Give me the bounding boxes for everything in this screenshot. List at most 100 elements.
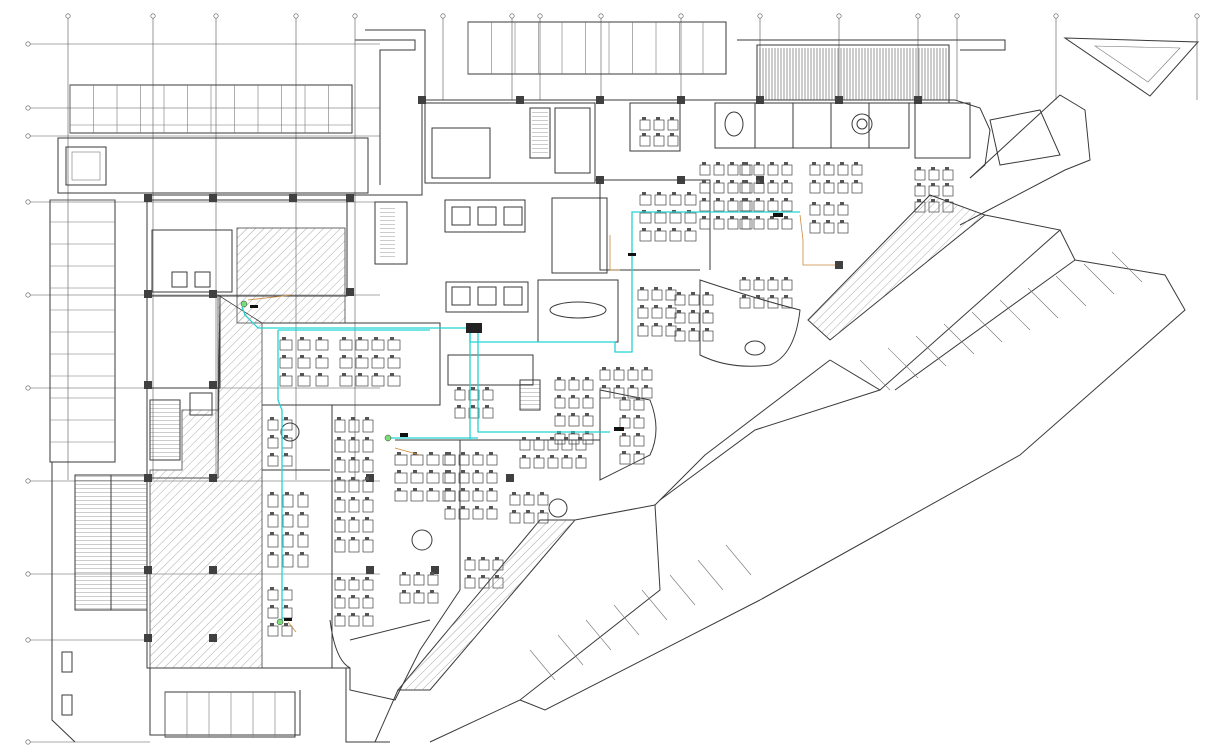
chair bbox=[284, 587, 288, 590]
chair bbox=[550, 455, 554, 458]
workstation-clusters bbox=[267, 117, 954, 637]
desk bbox=[627, 369, 639, 381]
desk bbox=[426, 490, 440, 502]
chair bbox=[461, 488, 465, 491]
grid-bubble bbox=[836, 13, 842, 19]
chair bbox=[742, 216, 746, 219]
ramp-bay-line bbox=[1111, 251, 1143, 283]
chair bbox=[670, 117, 674, 120]
ramp-bay-line bbox=[887, 347, 919, 379]
desk bbox=[684, 230, 697, 242]
chair bbox=[536, 455, 540, 458]
chair bbox=[522, 437, 526, 440]
chair bbox=[656, 133, 660, 136]
desk bbox=[684, 212, 697, 224]
desk bbox=[355, 357, 369, 369]
chair bbox=[390, 337, 394, 340]
chair bbox=[485, 387, 489, 390]
desk bbox=[334, 539, 346, 553]
desk bbox=[387, 357, 401, 369]
desk bbox=[362, 579, 374, 591]
north-offices bbox=[629, 102, 971, 159]
desk bbox=[823, 204, 835, 216]
chair bbox=[461, 506, 465, 509]
desk bbox=[472, 472, 484, 484]
chair bbox=[337, 417, 341, 420]
chair bbox=[365, 613, 369, 616]
desk bbox=[282, 514, 294, 528]
chair bbox=[285, 552, 289, 555]
chair bbox=[691, 292, 695, 295]
desk bbox=[653, 119, 665, 131]
chair bbox=[416, 572, 420, 575]
chair bbox=[270, 532, 274, 535]
chair bbox=[670, 133, 674, 136]
chair bbox=[571, 413, 575, 416]
desk bbox=[809, 222, 821, 234]
chair bbox=[270, 623, 274, 626]
desk bbox=[348, 479, 360, 493]
desk bbox=[486, 454, 498, 466]
desk bbox=[394, 454, 408, 466]
chair bbox=[495, 557, 499, 560]
chair bbox=[481, 575, 485, 578]
desk bbox=[334, 459, 346, 473]
desk bbox=[684, 194, 697, 206]
triangle-canopy bbox=[1063, 37, 1200, 97]
column bbox=[506, 474, 514, 482]
desk bbox=[387, 375, 401, 387]
desk bbox=[837, 222, 849, 234]
desk bbox=[472, 454, 484, 466]
desk bbox=[739, 218, 751, 230]
chair bbox=[337, 595, 341, 598]
chair bbox=[284, 453, 288, 456]
chair bbox=[630, 385, 634, 388]
chair bbox=[270, 435, 274, 438]
chair bbox=[585, 395, 589, 398]
desk bbox=[371, 375, 385, 387]
chair bbox=[657, 228, 661, 231]
equipment-markers bbox=[240, 213, 783, 626]
desk bbox=[267, 554, 279, 568]
chair bbox=[784, 277, 788, 280]
desk bbox=[334, 439, 346, 453]
chair bbox=[365, 457, 369, 460]
desk bbox=[699, 182, 711, 194]
chair bbox=[467, 557, 471, 560]
chair bbox=[365, 537, 369, 540]
desk bbox=[651, 289, 663, 301]
desk bbox=[741, 182, 753, 194]
chair bbox=[550, 437, 554, 440]
desk bbox=[355, 339, 369, 351]
chair bbox=[489, 506, 493, 509]
chair bbox=[337, 517, 341, 520]
chair bbox=[282, 373, 286, 376]
service-route-branch bbox=[247, 214, 835, 633]
desk bbox=[674, 312, 686, 324]
desk bbox=[426, 472, 440, 484]
chair bbox=[475, 470, 479, 473]
desk bbox=[767, 182, 779, 194]
desk bbox=[267, 514, 279, 528]
chair bbox=[447, 506, 451, 509]
column bbox=[209, 634, 217, 642]
desk bbox=[410, 490, 424, 502]
east-ramp-band bbox=[654, 194, 1186, 601]
chair bbox=[358, 337, 362, 340]
chair bbox=[854, 180, 858, 183]
chair bbox=[557, 413, 561, 416]
column bbox=[431, 566, 439, 574]
desk bbox=[699, 200, 711, 212]
desk bbox=[928, 185, 940, 197]
chair bbox=[668, 323, 672, 326]
desk bbox=[315, 375, 329, 387]
chair bbox=[705, 310, 709, 313]
chair bbox=[784, 198, 788, 201]
desk bbox=[281, 589, 293, 601]
desk bbox=[619, 435, 631, 447]
desk bbox=[633, 435, 645, 447]
chair bbox=[489, 488, 493, 491]
chair bbox=[489, 452, 493, 455]
desk bbox=[639, 194, 652, 206]
column bbox=[209, 474, 217, 482]
